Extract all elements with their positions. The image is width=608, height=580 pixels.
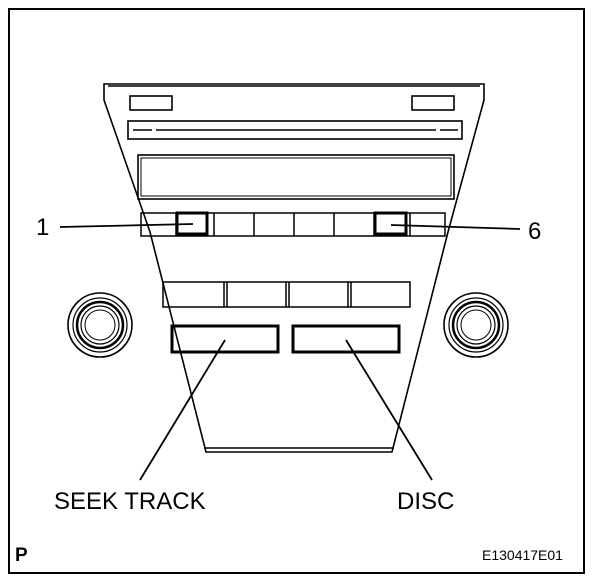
disc-label: DISC [397, 488, 455, 515]
figure-id: E130417E01 [482, 547, 563, 563]
top-right-slot [411, 95, 455, 111]
leader-line-6 [390, 224, 521, 230]
diagram-border [8, 8, 585, 574]
faceplate [103, 83, 485, 453]
preset-button-6[interactable] [373, 211, 408, 236]
left-knob[interactable] [67, 292, 133, 358]
seek-track-label: SEEK TRACK [54, 488, 206, 515]
corner-mark: P [15, 545, 28, 566]
leader-line-1 [59, 223, 194, 228]
top-left-slot [129, 95, 173, 111]
function-button-row [162, 281, 411, 308]
right-knob[interactable] [443, 292, 509, 358]
callout-1-label: 1 [36, 214, 50, 241]
seek-track-button[interactable] [170, 324, 280, 354]
display-inner [140, 157, 452, 197]
disc-slot [127, 120, 463, 140]
callout-6-label: 6 [528, 218, 542, 245]
leader-line-seek [139, 339, 226, 481]
display-window [137, 154, 455, 200]
disc-button[interactable] [291, 324, 401, 354]
leader-line-disc [345, 339, 433, 481]
